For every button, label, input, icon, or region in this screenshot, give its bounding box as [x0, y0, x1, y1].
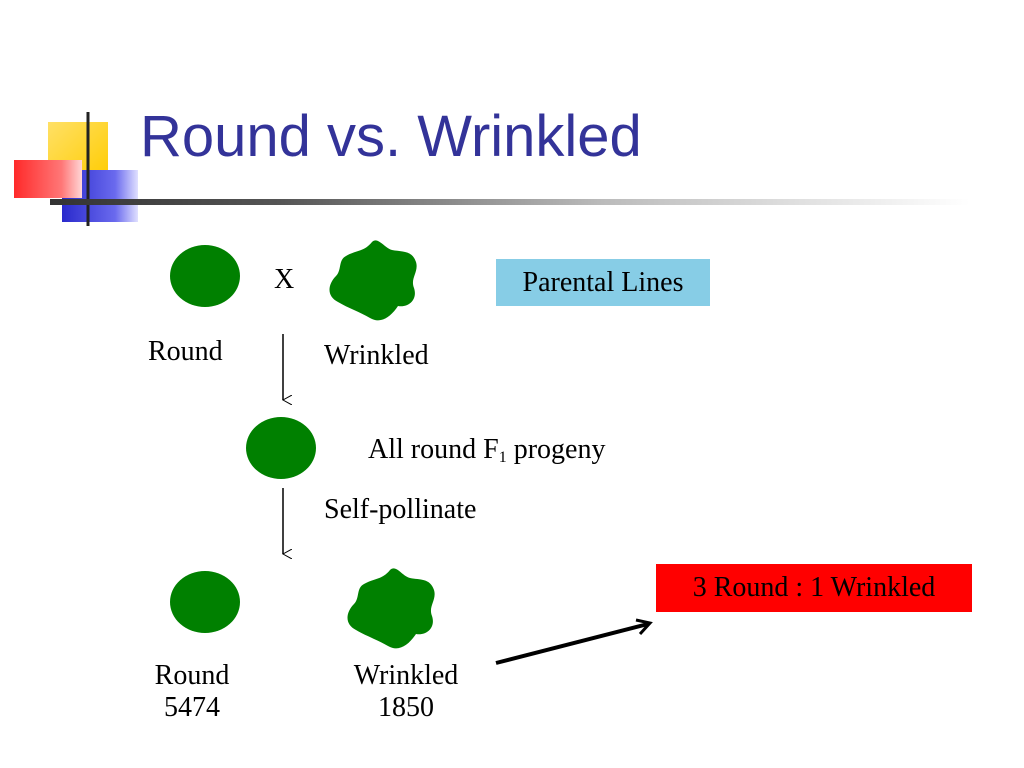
f1-subscript: 1 [498, 449, 507, 466]
f2-wrinkled-count: 1850 [378, 692, 434, 724]
f1-text-tail: progeny [506, 434, 606, 465]
f2-round-seed-icon [170, 571, 240, 633]
f1-round-seed-icon [246, 417, 316, 479]
arrow-to-ratio [495, 622, 649, 665]
f1-text-main: All round F [368, 434, 499, 465]
f2-wrinkled-group: Wrinkled 1850 [336, 660, 476, 724]
parent-wrinkled-label: Wrinkled [324, 340, 429, 371]
f2-wrinkled-label: Wrinkled [353, 660, 459, 691]
round-seed-icon [170, 245, 240, 307]
f1-progeny-label: All round F1 progeny [368, 434, 605, 467]
title-underline [50, 199, 970, 205]
parental-lines-box: Parental Lines [496, 259, 710, 306]
parent-round-label: Round [148, 336, 223, 367]
wrinkled-seed-icon [329, 240, 417, 321]
self-pollinate-label: Self-pollinate [324, 494, 477, 525]
deco-red-bar [14, 160, 82, 198]
f2-round-group: Round 5474 [132, 660, 252, 724]
corner-decoration [14, 112, 140, 226]
f2-round-count: 5474 [164, 692, 220, 724]
arrow-to-ratio-head [635, 618, 653, 636]
f2-wrinkled-seed-icon [347, 568, 435, 649]
slide-title: Round vs. Wrinkled [140, 104, 642, 169]
f2-round-label: Round [154, 660, 230, 691]
ratio-box: 3 Round : 1 Wrinkled [656, 564, 972, 612]
cross-symbol: X [274, 264, 295, 295]
